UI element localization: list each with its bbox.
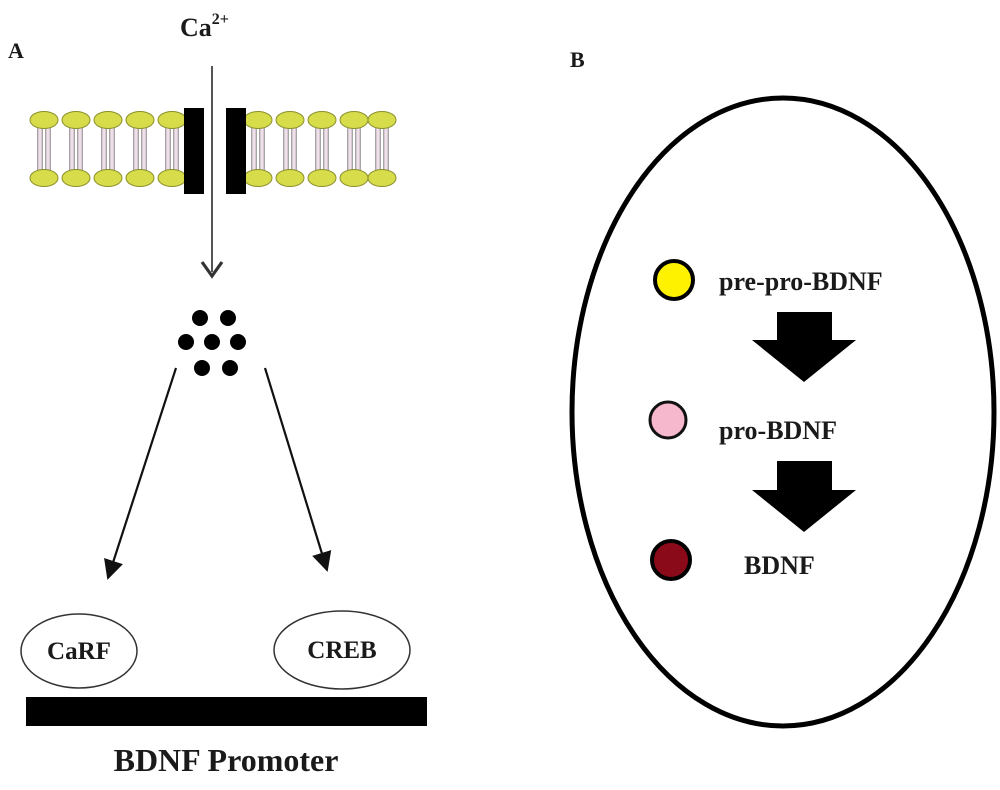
lipid-tail (259, 125, 265, 173)
lipid-head (93, 111, 123, 129)
lipid-tail (165, 125, 171, 173)
lipid-bilayer (29, 111, 397, 187)
lipid-tail (45, 125, 51, 173)
lipid-head (307, 111, 337, 129)
pre-pro-bdnf-label: pre-pro-BDNF (719, 267, 883, 296)
lipid-tail (315, 125, 321, 173)
lipid-tail (291, 125, 297, 173)
lipid-head (29, 111, 59, 129)
panel-a: A Ca2+ CaRF CREB BDNF Promoter (8, 11, 427, 778)
carf-label: CaRF (47, 638, 111, 665)
lipid-head (339, 111, 369, 129)
ion-channel-right-wall (226, 108, 246, 194)
calcium-ion (178, 334, 194, 350)
lipid-head (157, 111, 187, 129)
lipid-tail (347, 125, 353, 173)
lipid-head (339, 169, 369, 187)
lipid-tail (109, 125, 115, 173)
calcium-ion (204, 334, 220, 350)
bdnf-label: BDNF (744, 551, 815, 580)
lipid-tail (133, 125, 139, 173)
lipid-tail (101, 125, 107, 173)
carf-ellipse (20, 613, 138, 689)
processing-arrow-2 (752, 461, 856, 532)
lipid-tail (173, 125, 179, 173)
calcium-ion (222, 360, 238, 376)
panel-b: B pre-pro-BDNF pro-BDNF BDNF (569, 47, 997, 729)
bdnf-marker (650, 539, 692, 581)
lipid-tail (375, 125, 381, 173)
lipid-head (275, 111, 305, 129)
lipid-tail (323, 125, 329, 173)
lipid-head (307, 169, 337, 187)
lipid-tail (383, 125, 389, 173)
lipid-head (275, 169, 305, 187)
lipid-head (61, 111, 91, 129)
processing-arrow-1 (752, 312, 856, 382)
panel-b-label: B (570, 47, 585, 72)
pro-bdnf-label: pro-BDNF (719, 416, 837, 445)
lipid-tail (77, 125, 83, 173)
cell-outline (569, 95, 997, 729)
pro-bdnf-marker (648, 400, 688, 440)
creb-label: CREB (307, 637, 376, 664)
panel-a-label: A (8, 38, 24, 63)
lipid-head (29, 169, 59, 187)
lipid-head (157, 169, 187, 187)
calcium-ion (220, 310, 236, 326)
lipid-tail (141, 125, 147, 173)
lipid-tail (251, 125, 257, 173)
pre-pro-bdnf-marker (653, 259, 695, 301)
lipid-head (61, 169, 91, 187)
lipid-head (367, 111, 397, 129)
creb-ellipse (273, 610, 411, 690)
calcium-ion (230, 334, 246, 350)
ion-label: Ca2+ (180, 11, 229, 42)
ion-channel-left-wall (184, 108, 204, 194)
arrow-to-carf (104, 367, 178, 580)
lipid-head (243, 111, 273, 129)
calcium-ion (194, 360, 210, 376)
lipid-tail (355, 125, 361, 173)
lipid-tail (283, 125, 289, 173)
lipid-head (93, 169, 123, 187)
lipid-head (125, 169, 155, 187)
lipid-head (125, 111, 155, 129)
lipid-head (367, 169, 397, 187)
promoter-label: BDNF Promoter (114, 742, 339, 778)
lipid-tail (37, 125, 43, 173)
lipid-tail (69, 125, 75, 173)
calcium-ion (192, 310, 208, 326)
promoter-bar (26, 697, 427, 726)
arrow-to-creb (263, 367, 332, 572)
calcium-ion-cluster (178, 310, 246, 376)
lipid-head (243, 169, 273, 187)
